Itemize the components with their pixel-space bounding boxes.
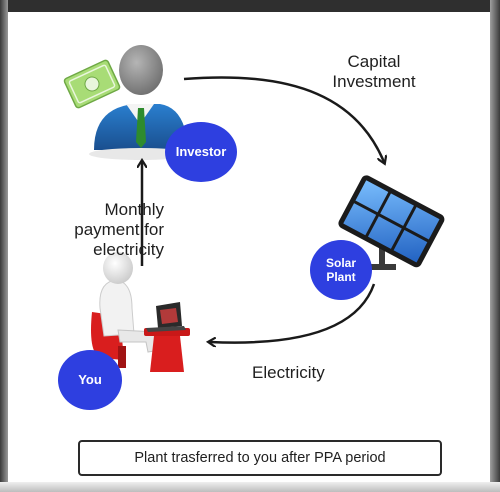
investor-badge-text: Investor (175, 144, 227, 159)
investor-person-icon (89, 45, 193, 160)
ppa-transfer-note-text: Plant trasferred to you after PPA period (134, 450, 386, 466)
solar-plant-badge: Solar Plant (310, 240, 372, 300)
money-bill-icon (63, 59, 121, 109)
diagram-svg (63, 45, 445, 372)
electricity-label: Electricity (252, 363, 325, 382)
you-badge-text: You (78, 372, 102, 387)
frame-top (0, 0, 500, 12)
frame-left (0, 0, 8, 492)
frame-right (490, 0, 500, 492)
monthly-label-line1: Monthly (104, 200, 164, 219)
monthly-label-line2: payment for (74, 220, 164, 239)
you-person-icon (91, 252, 190, 372)
capital-investment-label: Capital Investment (304, 52, 444, 92)
frame-bottom (0, 482, 500, 492)
capital-label-line1: Capital (347, 52, 401, 71)
investor-badge: Investor (165, 122, 237, 182)
electricity-arrow (210, 283, 376, 343)
monthly-payment-label: Monthly payment for electricity (44, 200, 164, 260)
laptop-icon (146, 302, 186, 332)
solar-panel-icon (338, 175, 445, 270)
diagram-canvas: Capital Investment Monthly payment for e… (8, 12, 490, 482)
you-badge: You (58, 350, 122, 410)
capital-investment-arrow (183, 76, 384, 162)
monthly-label-line3: electricity (93, 240, 164, 259)
plant-badge-line2: Plant (326, 270, 356, 284)
solar-badge-line1: Solar (325, 256, 356, 270)
investment-label-line2: Investment (332, 72, 416, 91)
ppa-transfer-note: Plant trasferred to you after PPA period (78, 440, 442, 476)
